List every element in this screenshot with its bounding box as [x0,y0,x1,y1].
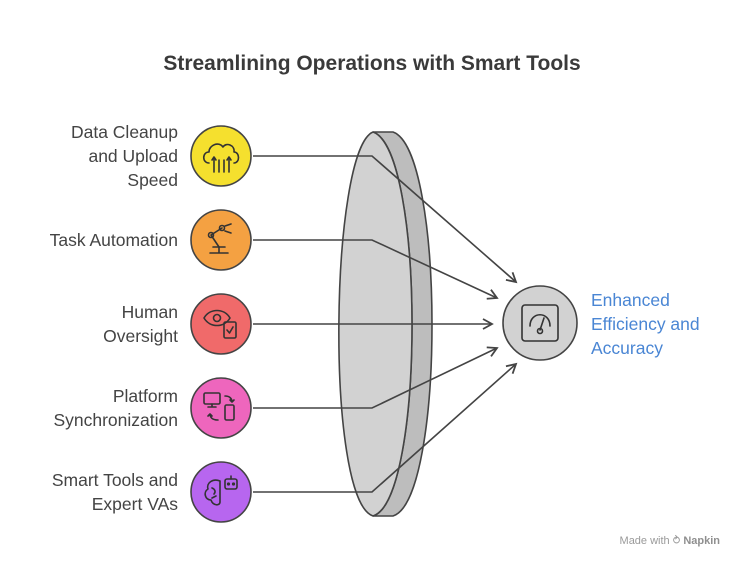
robot-arm-icon [190,209,252,271]
input-label-line: Platform [112,386,178,406]
brain-robot-icon [190,461,252,523]
input-label-line: Human [121,302,178,322]
connector-4 [253,346,499,409]
outcome-line: Accuracy [591,338,663,358]
input-label-line: Smart Tools and [51,470,178,490]
input-label-line: Data Cleanup [70,122,178,142]
input-label-line: Oversight [103,326,178,346]
connector-lines [253,155,518,493]
input-label-line: Synchronization [53,410,178,430]
connector-2 [253,239,499,300]
footer-prefix: Made with [619,535,670,547]
input-label-line: Speed [127,170,178,190]
cloud-upload-icon [190,125,252,187]
footer-credit: Made with ⥁ Napkin [620,534,720,547]
footer-brand: Napkin [683,535,720,547]
connector-5 [253,362,518,493]
input-label-2: Task Automation [0,228,178,252]
gauge-icon [502,285,578,361]
outcome-label: Enhanced Efficiency and Accuracy [591,288,741,360]
input-icons [190,125,252,523]
input-label-line: and Upload [88,146,178,166]
napkin-logo-icon: ⥁ [672,535,681,547]
eye-checklist-icon [190,293,252,355]
outcome-line: Enhanced [591,290,670,310]
connector-1 [253,155,518,284]
device-sync-icon [190,377,252,439]
input-label-line: Expert VAs [91,494,178,514]
outcome-line: Efficiency and [591,314,700,334]
page-title: Streamlining Operations with Smart Tools [163,52,581,75]
input-label-line: Task Automation [49,230,178,250]
